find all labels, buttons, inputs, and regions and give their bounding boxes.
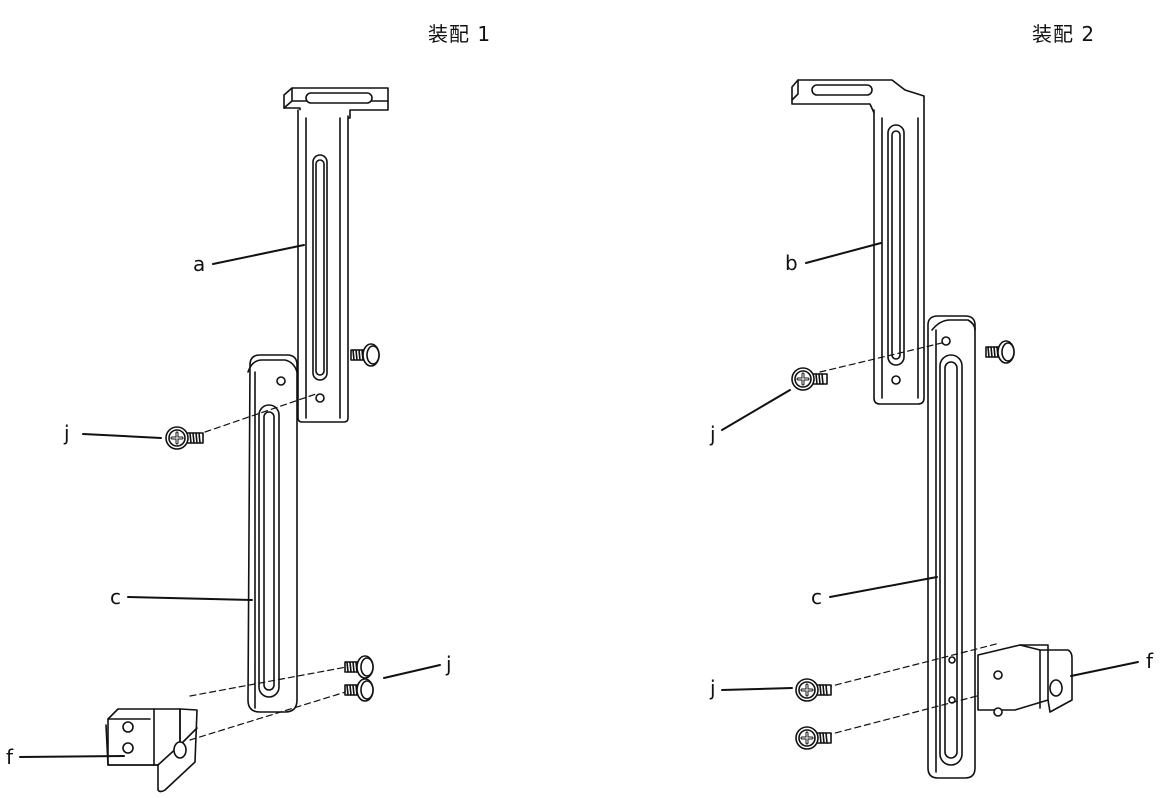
label-f-2: f bbox=[1146, 649, 1154, 673]
assembly-2-title: 装配 2 bbox=[1032, 22, 1096, 46]
assembly-1-parts bbox=[105, 87, 389, 793]
assembly-1-title: 装配 1 bbox=[428, 22, 492, 46]
leader-lines bbox=[19, 242, 1139, 758]
label-a: a bbox=[193, 252, 206, 276]
label-c-2: c bbox=[811, 585, 822, 609]
label-j-4: j bbox=[710, 676, 716, 700]
label-b: b bbox=[785, 251, 798, 275]
assembly-2-parts bbox=[790, 79, 1073, 779]
label-j-3: j bbox=[710, 422, 716, 446]
label-c-1: c bbox=[110, 585, 121, 609]
label-f-1: f bbox=[6, 745, 14, 769]
label-j-1: j bbox=[64, 421, 70, 445]
label-j-2: j bbox=[446, 652, 452, 676]
